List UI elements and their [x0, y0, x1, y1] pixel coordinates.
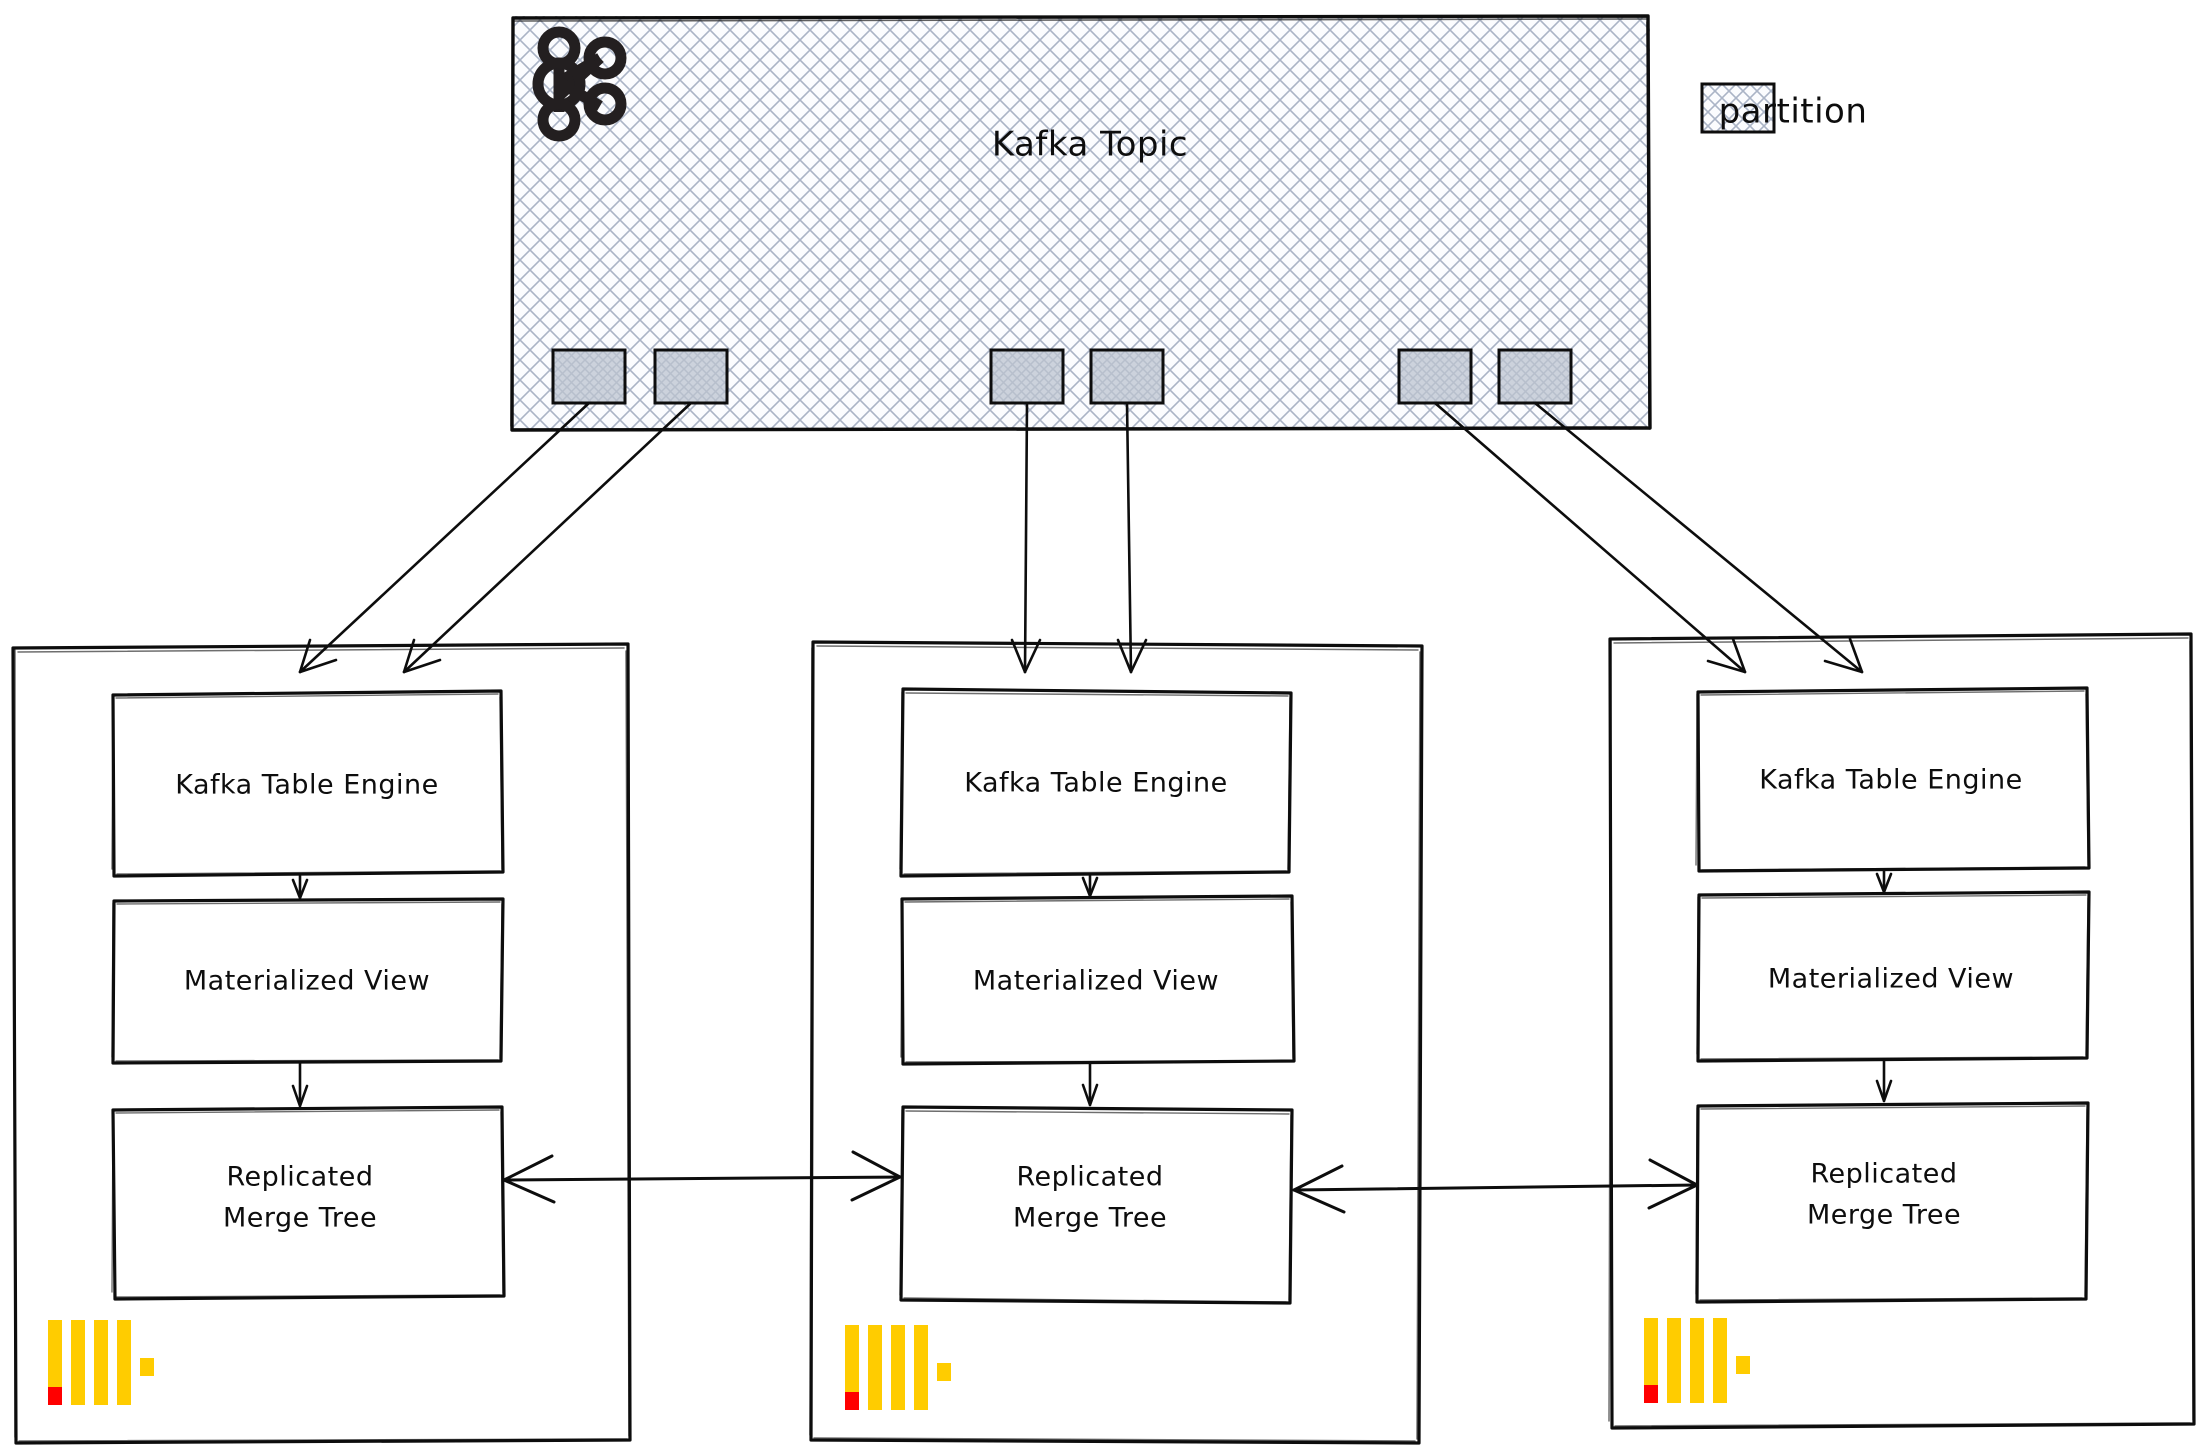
cluster-1-internal-arrows [291, 874, 309, 1108]
kafka-logo [532, 26, 627, 142]
cluster-3-replicated-merge-tree-label-line1: Replicated [1810, 1159, 1957, 1190]
legend: partition [1700, 82, 1868, 134]
cluster-2-materialized-view-label: Materialized View [973, 966, 1219, 997]
cluster-2-kafka-table-engine-label: Kafka Table Engine [964, 768, 1228, 799]
partition-p3[interactable] [989, 348, 1065, 405]
cluster-2-kafka-table-engine-box[interactable]: Kafka Table Engine [899, 687, 1293, 878]
cluster-2-replicated-merge-tree-label-line1: Replicated [1016, 1162, 1163, 1193]
cluster-3-materialized-view-box[interactable]: Materialized View [1696, 890, 2091, 1063]
replication-link-cluster-1-cluster-2[interactable] [502, 1150, 902, 1204]
partition-swatch [1700, 82, 1776, 134]
cluster-1-materialized-view-label: Materialized View [184, 966, 430, 997]
cluster-3-materialized-view-label: Materialized View [1768, 964, 2014, 995]
cluster-2-replicated-merge-tree-label-line2: Merge Tree [1013, 1203, 1167, 1234]
cluster-3-internal-arrows [1875, 869, 1893, 1103]
cluster-1-kafka-table-engine-label: Kafka Table Engine [175, 770, 439, 801]
partition-p2[interactable] [653, 348, 729, 405]
cluster-1-container[interactable] [11, 642, 632, 1445]
cluster-2-clickhouse-logo [845, 1325, 951, 1410]
feed-arrows [298, 401, 1864, 674]
cluster-3-replicated-merge-tree-label-line2: Merge Tree [1807, 1200, 1961, 1231]
cluster-3-replicated-merge-tree-box[interactable]: Replicated Merge Tree [1695, 1101, 2090, 1304]
partition-p1[interactable] [551, 348, 627, 405]
cluster-3-container[interactable] [1608, 632, 2196, 1430]
cluster-3-kafka-table-engine-box[interactable]: Kafka Table Engine [1695, 686, 2091, 873]
cluster-3-clickhouse-logo [1644, 1318, 1750, 1403]
partition-p5[interactable] [1397, 348, 1473, 405]
cluster-1-kafka-table-engine-box[interactable]: Kafka Table Engine [111, 689, 505, 878]
partition-p6[interactable] [1497, 348, 1573, 405]
legend-label: partition [1719, 92, 1868, 132]
cluster-1-replicated-merge-tree-box[interactable]: Replicated Merge Tree [111, 1105, 506, 1301]
cluster-1-clickhouse-logo [48, 1320, 154, 1405]
cluster-1-replicated-merge-tree-label-line1: Replicated [226, 1162, 373, 1193]
cluster-3-kafka-table-engine-label: Kafka Table Engine [1759, 765, 2023, 796]
cluster-1-materialized-view-box[interactable]: Materialized View [111, 897, 505, 1065]
cluster-2-materialized-view-box[interactable]: Materialized View [900, 894, 1296, 1066]
cluster-2-replicated-merge-tree-box[interactable]: Replicated Merge Tree [899, 1105, 1294, 1305]
partition-p4[interactable] [1089, 348, 1165, 405]
cluster-2-internal-arrows [1081, 874, 1099, 1107]
replication-link-cluster-2-cluster-3[interactable] [1292, 1158, 1699, 1214]
cluster-1-replicated-merge-tree-label-line2: Merge Tree [223, 1203, 377, 1234]
kafka-topic-label: Kafka Topic [992, 125, 1188, 165]
cluster-2-container[interactable] [809, 640, 1424, 1445]
